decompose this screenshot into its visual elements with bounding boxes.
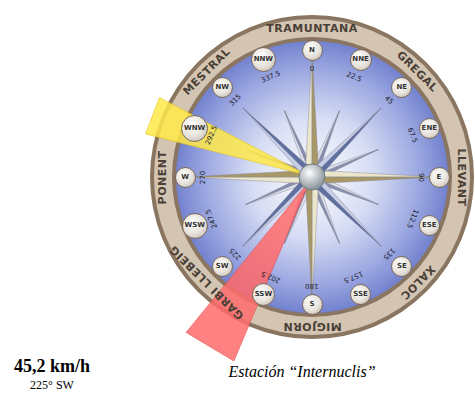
direction-abbr: S: [309, 301, 314, 308]
direction-circle: SW: [212, 256, 233, 277]
direction-circle: ESE: [419, 215, 440, 236]
direction-abbr: SSW: [255, 291, 273, 298]
wind-speed: 45,2 km/h: [14, 357, 90, 375]
star-point: [312, 108, 381, 177]
direction-circle: W: [175, 167, 196, 188]
direction-abbr: N: [309, 47, 315, 54]
direction-abbr: ESE: [422, 222, 437, 229]
direction-circle: ENE: [419, 118, 440, 139]
direction-circle: N: [302, 40, 323, 61]
direction-circle: WNW: [181, 115, 208, 142]
direction-abbr: ENE: [422, 125, 437, 132]
direction-abbr: SE: [397, 263, 407, 270]
degree-mark: 0: [310, 66, 314, 73]
wind-name: PONENT: [158, 150, 169, 204]
ring-outer: [150, 15, 474, 339]
direction-circle: NE: [391, 77, 412, 98]
star-point: [312, 177, 381, 246]
direction-abbr: SW: [216, 263, 229, 270]
direction-circle: NW: [212, 77, 233, 98]
direction-circle: SSE: [350, 284, 371, 305]
direction-abbr: SSE: [353, 291, 368, 298]
wind-name: TRAMUNTANA: [266, 23, 357, 34]
degree-mark: 180: [305, 282, 318, 289]
direction-abbr: WNW: [184, 125, 205, 132]
wind-name: MIGJORN: [283, 321, 342, 332]
direction-circle: E: [429, 167, 450, 188]
direction-circle: NNE: [350, 49, 372, 71]
direction-abbr: W: [181, 174, 189, 181]
star-point: [312, 108, 381, 177]
direction-circle: NNW: [251, 47, 276, 72]
degree-mark: 90: [416, 173, 423, 182]
direction-abbr: NE: [396, 84, 407, 91]
ring-inner-edge: [172, 37, 452, 317]
direction-circle: WSW: [182, 213, 208, 239]
wind-sector-secondary: [146, 98, 309, 176]
wind-direction: 225° SW: [30, 379, 74, 391]
sky-disk: [176, 41, 448, 313]
wind-sector-main: [186, 180, 310, 361]
star-point: [312, 177, 381, 246]
direction-circle: S: [302, 294, 323, 315]
ring-band: [154, 19, 470, 335]
compass-hub: [299, 164, 325, 190]
direction-abbr: NNE: [352, 56, 369, 63]
direction-abbr: WSW: [184, 222, 204, 229]
direction-abbr: E: [437, 174, 442, 181]
direction-circle: SSW: [252, 283, 275, 306]
direction-abbr: NW: [215, 84, 229, 91]
station-caption: Estación “Internuclis”: [228, 364, 375, 380]
direction-abbr: NNW: [254, 56, 273, 63]
compass-star: [188, 53, 436, 301]
wind-name: LLEVANT: [456, 148, 467, 206]
degree-mark: 270: [201, 170, 208, 183]
